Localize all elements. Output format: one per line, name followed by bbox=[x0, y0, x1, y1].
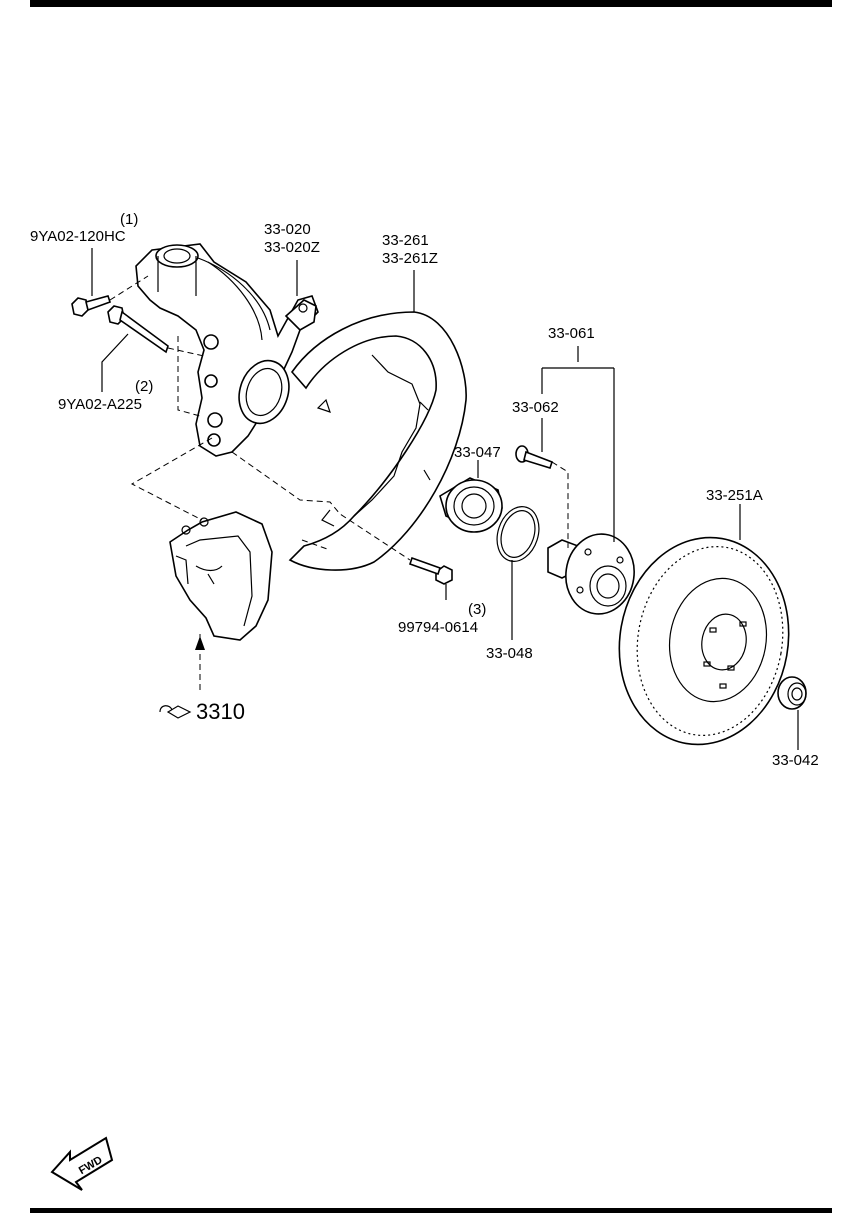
bolt-3[interactable] bbox=[408, 556, 453, 585]
bolt2-index-label: (2) bbox=[135, 378, 153, 395]
hub-nut[interactable] bbox=[777, 676, 807, 710]
bolt-1[interactable] bbox=[71, 295, 112, 317]
brake-disc[interactable] bbox=[603, 524, 805, 758]
hub-bolt[interactable] bbox=[515, 445, 554, 469]
forward-direction-arrow-icon: FWD bbox=[50, 1136, 114, 1191]
snap-ring-label[interactable]: 33-048 bbox=[486, 645, 533, 662]
hub-assy-label[interactable]: 33-061 bbox=[548, 325, 595, 342]
dust-cover[interactable] bbox=[288, 311, 467, 571]
bolt3-index-label: (3) bbox=[468, 601, 486, 618]
leader-lines bbox=[91, 248, 799, 750]
tie-rod-arm bbox=[284, 299, 317, 331]
snap-ring[interactable] bbox=[490, 501, 545, 567]
nut-label[interactable]: 33-042 bbox=[772, 752, 819, 769]
dust-cover-label-a[interactable]: 33-261 bbox=[382, 232, 429, 249]
knuckle-label-b[interactable]: 33-020Z bbox=[264, 239, 320, 256]
hub-bolt-label[interactable]: 33-062 bbox=[512, 399, 559, 416]
bottom-border-bar bbox=[30, 1208, 832, 1213]
dust-cover-label-b[interactable]: 33-261Z bbox=[382, 250, 438, 267]
bolt3-part-label[interactable]: 99794-0614 bbox=[398, 619, 478, 636]
wheel-bearing[interactable] bbox=[439, 477, 503, 533]
bolt2-part-label[interactable]: 9YA02-A225 bbox=[58, 396, 142, 413]
caliper-reference-pointer bbox=[195, 636, 205, 650]
bolt1-index-label: (1) bbox=[120, 211, 138, 228]
assembly-guide-lines bbox=[109, 275, 569, 690]
knuckle-label-a[interactable]: 33-020 bbox=[264, 221, 311, 238]
bearing-label[interactable]: 33-047 bbox=[454, 444, 501, 461]
bolt-2[interactable] bbox=[107, 305, 169, 354]
reference-arrow-icon bbox=[159, 705, 192, 719]
caliper-reference-label[interactable]: 3310 bbox=[196, 699, 245, 724]
disc-label[interactable]: 33-251A bbox=[706, 487, 763, 504]
brake-caliper[interactable] bbox=[169, 511, 273, 641]
wheel-hub[interactable] bbox=[547, 530, 639, 619]
top-border-bar bbox=[30, 0, 832, 7]
bolt1-part-label[interactable]: 9YA02-120HC bbox=[30, 228, 126, 245]
steering-knuckle[interactable] bbox=[135, 243, 319, 457]
